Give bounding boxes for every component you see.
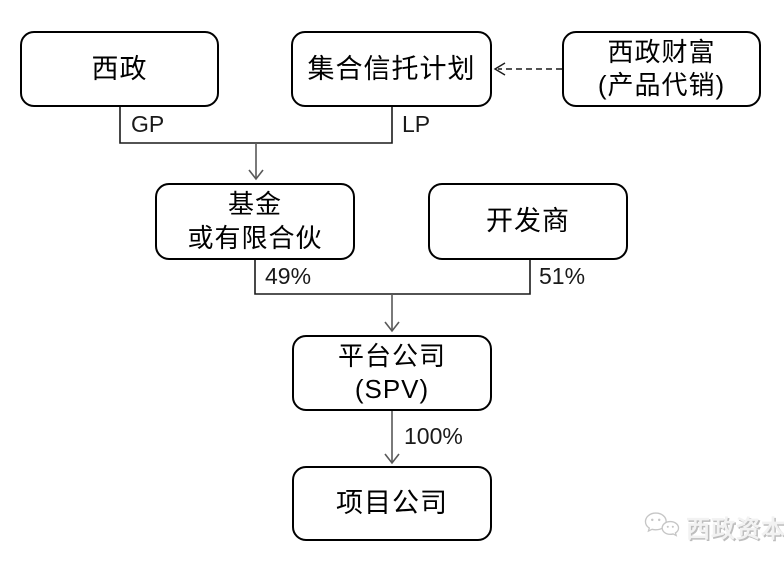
node-trust-plan: 集合信托计划 bbox=[291, 31, 492, 107]
node-trust-plan-label: 集合信托计划 bbox=[307, 53, 476, 84]
spv-to-project-arrow bbox=[384, 411, 400, 465]
edge-label-lp: LP bbox=[402, 111, 431, 137]
node-project-company: 项目公司 bbox=[292, 466, 492, 541]
node-xizheng: 西政 bbox=[20, 31, 219, 107]
wechat-icon bbox=[644, 512, 680, 537]
edge-label-fund-share: 49% bbox=[265, 263, 312, 289]
edge-label-gp: GP bbox=[131, 111, 165, 137]
node-project-company-label: 项目公司 bbox=[336, 488, 448, 519]
watermark: 西政资本 bbox=[643, 509, 784, 544]
edge-label-spv-share: 100% bbox=[404, 423, 463, 449]
node-xizheng-wealth: 西政财富 (产品代销) bbox=[562, 31, 761, 107]
wealth-to-trust-dashed-arrow bbox=[493, 62, 562, 76]
node-developer: 开发商 bbox=[428, 183, 628, 260]
node-platform-spv: 平台公司 (SPV) bbox=[292, 335, 492, 411]
edge-label-developer-share: 51% bbox=[539, 263, 586, 289]
node-fund-lp: 基金 或有限合伙 bbox=[155, 183, 355, 260]
node-platform-spv-label-line2: (SPV) bbox=[354, 374, 430, 404]
node-xizheng-wealth-label-line2: (产品代销) bbox=[597, 70, 726, 100]
node-platform-spv-label-line1: 平台公司 bbox=[337, 340, 446, 371]
watermark-text: 西政资本 bbox=[686, 516, 784, 543]
node-xizheng-label: 西政 bbox=[91, 53, 148, 84]
node-fund-lp-label-line2: 或有限合伙 bbox=[187, 222, 323, 253]
node-xizheng-wealth-label-line1: 西政财富 bbox=[607, 36, 716, 67]
node-developer-label: 开发商 bbox=[486, 206, 570, 237]
node-fund-lp-label-line1: 基金 bbox=[227, 189, 282, 220]
